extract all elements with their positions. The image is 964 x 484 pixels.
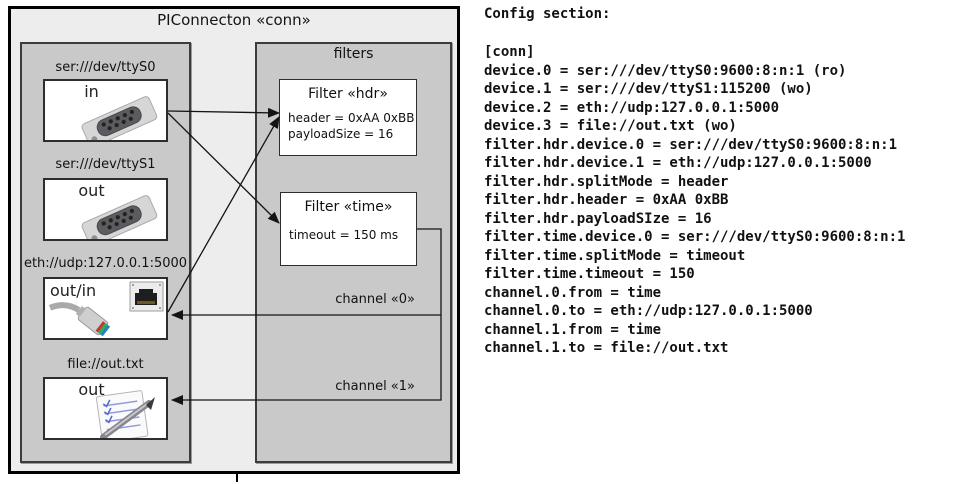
filter-hdr-node: Filter «hdr» header = 0xAA 0xBB payloadS… <box>279 79 417 156</box>
filter-property: timeout = 150 ms <box>289 228 399 242</box>
config-text: [conn] device.0 = ser:///dev/ttyS0:9600:… <box>484 44 906 356</box>
device-url-label: ser:///dev/ttyS1 <box>55 157 156 172</box>
filter-title: Filter «time» <box>304 199 393 215</box>
device-node-file: out <box>43 377 168 440</box>
serial-connector-icon <box>70 189 166 239</box>
channel-0-label: channel «0» <box>335 292 415 307</box>
notepad-pen-icon <box>85 389 165 438</box>
device-direction-label: out <box>78 380 105 399</box>
device-node-ttys0: in <box>43 79 168 142</box>
filter-title: Filter «hdr» <box>308 86 388 102</box>
filter-time-node: Filter «time» timeout = 150 ms <box>280 192 417 266</box>
ethernet-plug-icon <box>45 279 166 338</box>
border-notch <box>236 473 238 482</box>
diagram-title: PIConnecton «conn» <box>157 11 311 29</box>
device-url-label: ser:///dev/ttyS0 <box>55 60 156 75</box>
config-section-heading: Config section: <box>484 6 611 22</box>
filters-group-title: filters <box>333 46 374 62</box>
filter-property: header = 0xAA 0xBB <box>288 111 415 125</box>
device-direction-label: in <box>84 82 99 101</box>
filter-property: payloadSize = 16 <box>288 127 394 141</box>
device-url-label: eth://udp:127.0.0.1:5000 <box>23 256 188 271</box>
device-direction-label: out <box>78 181 105 200</box>
device-node-ttys1: out <box>43 178 168 241</box>
channel-1-label: channel «1» <box>335 379 415 394</box>
device-node-eth: out/in <box>43 277 168 340</box>
device-direction-label: out/in <box>50 281 97 300</box>
serial-connector-icon <box>70 90 166 140</box>
device-url-label: file://out.txt <box>67 357 144 372</box>
